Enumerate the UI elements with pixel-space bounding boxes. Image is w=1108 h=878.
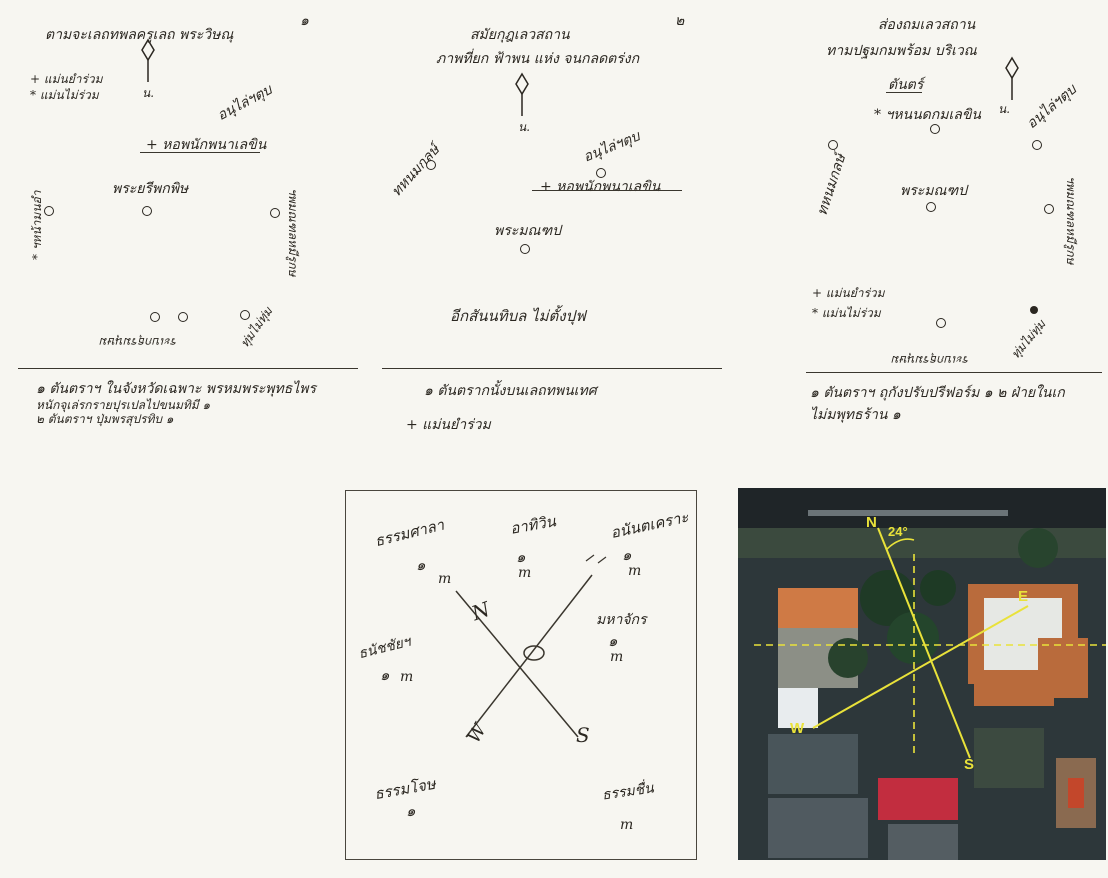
marker-circle bbox=[926, 202, 936, 212]
panel3-se-label: ทุ่มไม่ทุ่ม bbox=[1007, 316, 1051, 363]
panel2-ne-label: อนุไล่ฯตุบ bbox=[580, 126, 643, 169]
panel3-title-underline bbox=[886, 92, 922, 93]
panel1-center-label: พระยรีพกพิษ bbox=[112, 178, 188, 200]
marker-circle bbox=[426, 160, 436, 170]
panel2-nw-label: ทหนมกลษ์ bbox=[386, 140, 445, 202]
panel-1: ตามจะเลถทพลครูเลถ พระวิษณุ ๑ + แม่นยำร่ว… bbox=[0, 0, 370, 440]
marker-circle bbox=[270, 208, 280, 218]
panel2-ref-label: + หอพนักพนาเลขิน bbox=[540, 176, 660, 198]
marker-circle bbox=[44, 206, 54, 216]
panel2-center-label: พระมณฑป bbox=[494, 220, 561, 242]
compass-sketch: ธรรมศาลา ๑ m อาทิวิน ๑ m อนันตเคราะ ๑ m … bbox=[345, 490, 697, 860]
panel1-east-label: ฯพมณฑลหมีรูกษ bbox=[283, 188, 302, 276]
panel3-star-label: * ฯหนนดกมเลขิน bbox=[874, 104, 981, 126]
photo-south-label: S bbox=[964, 756, 974, 773]
aerial-photo: N 24° E W S bbox=[738, 488, 1106, 860]
panel1-west-label: * ฯหน้ามนอำ bbox=[28, 191, 47, 260]
panel2-title-2: ภาพที่ยก ฟ้าพน แห่ง จนกลดตร่งก bbox=[436, 48, 639, 70]
panel-3: ส่องถมเลวสถาน ทามปฐมกมพร้อม บริเวณ ตันตร… bbox=[740, 0, 1108, 440]
panel2-caption-divider bbox=[382, 368, 722, 369]
panel1-caption-divider bbox=[18, 368, 358, 369]
marker-circle bbox=[520, 244, 530, 254]
sketch-compass-s: S bbox=[576, 723, 590, 747]
panel3-center-label: พระมณฑป bbox=[900, 180, 967, 202]
panel3-caption-divider bbox=[806, 372, 1102, 373]
compass-cross-icon bbox=[346, 491, 696, 859]
panel1-north-label: น. bbox=[142, 84, 154, 103]
panel2-title-1: สมัยกุฎเลวสถาน bbox=[470, 24, 570, 46]
panel2-north-label: น. bbox=[518, 118, 530, 137]
panel3-legend-true: + แม่นยำร่วม bbox=[812, 284, 885, 303]
panel-2: ๒ สมัยกุฎเลวสถาน ภาพที่ยก ฟ้าพน แห่ง จนก… bbox=[370, 0, 740, 440]
photo-east-label: E bbox=[1018, 588, 1028, 605]
north-arrow-icon bbox=[512, 72, 532, 120]
panel3-north-label: น. bbox=[998, 100, 1010, 119]
panel3-ne-label: อนุไล่ฯตุบ bbox=[1022, 79, 1082, 134]
panel3-nw-label: ทหนมกลษ์ bbox=[811, 151, 852, 218]
marker-circle bbox=[178, 312, 188, 322]
panel3-south-label: ระเบกธุรมนุษม bbox=[892, 350, 970, 369]
marker-circle bbox=[930, 124, 940, 134]
marker-circle bbox=[936, 318, 946, 328]
marker-dot bbox=[1030, 306, 1038, 314]
panel3-caption-1: ๑ ตันตราฯ ถุกังปรับปรีฟอร์ม ๑ ๒ ฝ่ายในเก bbox=[810, 382, 1065, 404]
panel2-bottom-label: อีกสันนทิบล ไม่ตั้งปุฟ bbox=[450, 304, 586, 328]
marker-circle bbox=[1044, 204, 1054, 214]
north-arrow-icon bbox=[138, 38, 158, 86]
panel3-legend-false: * แม่นไม่ร่วม bbox=[812, 304, 881, 323]
north-arrow-icon bbox=[1002, 56, 1022, 104]
panel1-caption-3: ๒ ตันตราฯ ปุ่มพรสุปรทิบ ๑ bbox=[36, 410, 173, 429]
panel2-number: ๒ bbox=[675, 10, 684, 32]
marker-circle bbox=[1032, 140, 1042, 150]
marker-circle bbox=[142, 206, 152, 216]
photo-west-label: W bbox=[790, 720, 804, 737]
panel1-ne-label: อนุไล่ฯตุบ bbox=[213, 79, 276, 126]
aerial-photo-image bbox=[738, 488, 1106, 860]
panel1-ref-line bbox=[140, 152, 260, 153]
photo-north-label: N bbox=[866, 514, 877, 531]
panel2-ref-line bbox=[532, 190, 682, 191]
photo-angle-label: 24° bbox=[888, 524, 908, 539]
panel3-title-1: ส่องถมเลวสถาน bbox=[878, 14, 975, 36]
panel3-caption-2: ไม่มพุทธร้าน ๑ bbox=[810, 404, 901, 426]
marker-circle bbox=[828, 140, 838, 150]
panel1-south-label: ระเบกธุรมนุษม bbox=[100, 332, 178, 351]
panel1-legend-false: * แม่นไม่ร่วม bbox=[30, 86, 99, 105]
panel3-east-label: ฯพมณฑลหมีรูกษ bbox=[1061, 176, 1080, 264]
panel2-caption-1: ๑ ตันตรากนั้งบนเลถทพนเทศ bbox=[424, 380, 597, 402]
panel3-title-2: ทามปฐมกมพร้อม บริเวณ bbox=[826, 40, 977, 62]
marker-circle bbox=[240, 310, 250, 320]
marker-circle bbox=[150, 312, 160, 322]
panel1-number: ๑ bbox=[300, 10, 309, 32]
panel2-caption-2: + แม่นยำร่วม bbox=[406, 414, 491, 436]
